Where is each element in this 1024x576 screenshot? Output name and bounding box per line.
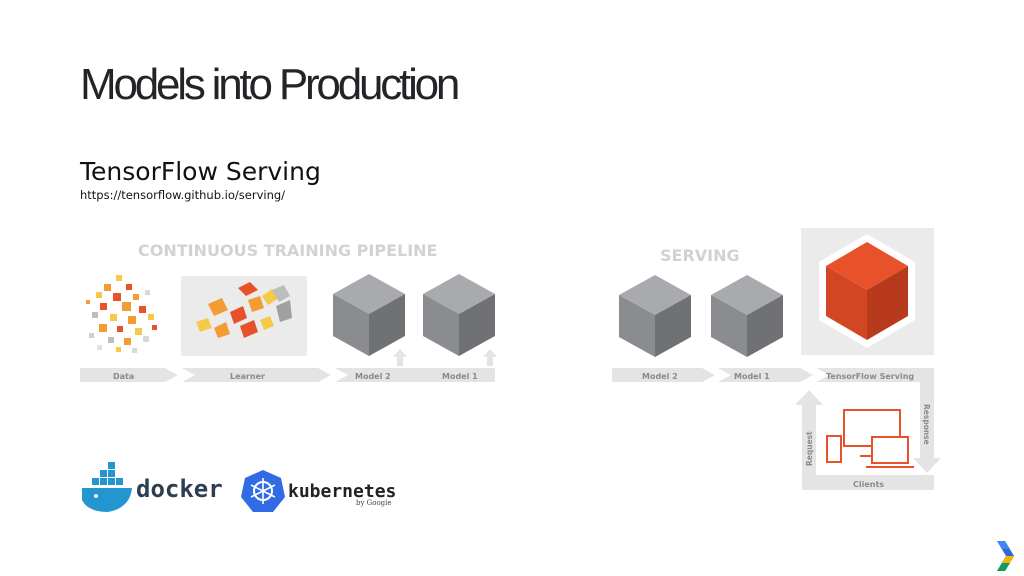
pipeline-model-2-cube (333, 274, 405, 356)
serving-url-link[interactable]: https://tensorflow.github.io/serving/ (80, 188, 286, 202)
serving-model-1-cube (711, 275, 783, 357)
pipeline-step-learner: Learner (230, 372, 265, 381)
pipeline-up-arrow-1 (393, 349, 407, 366)
serving-step-model-2: Model 2 (642, 372, 678, 381)
pipeline-heading: CONTINUOUS TRAINING PIPELINE (138, 241, 437, 260)
clients-devices-icon (826, 409, 914, 468)
serving-step-tf-serving: TensorFlow Serving (826, 372, 914, 381)
slide-title: Models into Production (80, 60, 460, 109)
learner-shapes-icon (196, 282, 292, 338)
kubernetes-by-google: by Google (356, 499, 392, 507)
docker-whale-icon (82, 462, 132, 512)
pipeline-step-model-2: Model 2 (355, 372, 391, 381)
tf-serving-orange-cube (819, 234, 915, 348)
pipeline-step-model-1: Model 1 (442, 372, 478, 381)
clients-label: Clients (853, 480, 884, 489)
pipeline-step-data: Data (113, 372, 134, 381)
pipeline-model-1-cube (423, 274, 495, 356)
serving-step-model-1: Model 1 (734, 372, 770, 381)
pipeline-up-arrow-2 (483, 349, 497, 366)
docker-logo-text: docker (136, 475, 223, 503)
request-label: Request (805, 431, 814, 466)
response-label: Response (922, 404, 931, 445)
serving-model-2-cube (619, 275, 691, 357)
google-chevron-icon (997, 541, 1014, 571)
kubernetes-wheel-icon (241, 470, 285, 512)
pipeline-arrow-bar (80, 368, 495, 382)
slide-subtitle: TensorFlow Serving (80, 157, 321, 186)
kubernetes-logo-text: kubernetes (288, 481, 396, 502)
serving-heading: SERVING (660, 246, 740, 265)
data-scatter-icon (86, 275, 157, 353)
serving-arrow-bar (612, 368, 941, 490)
